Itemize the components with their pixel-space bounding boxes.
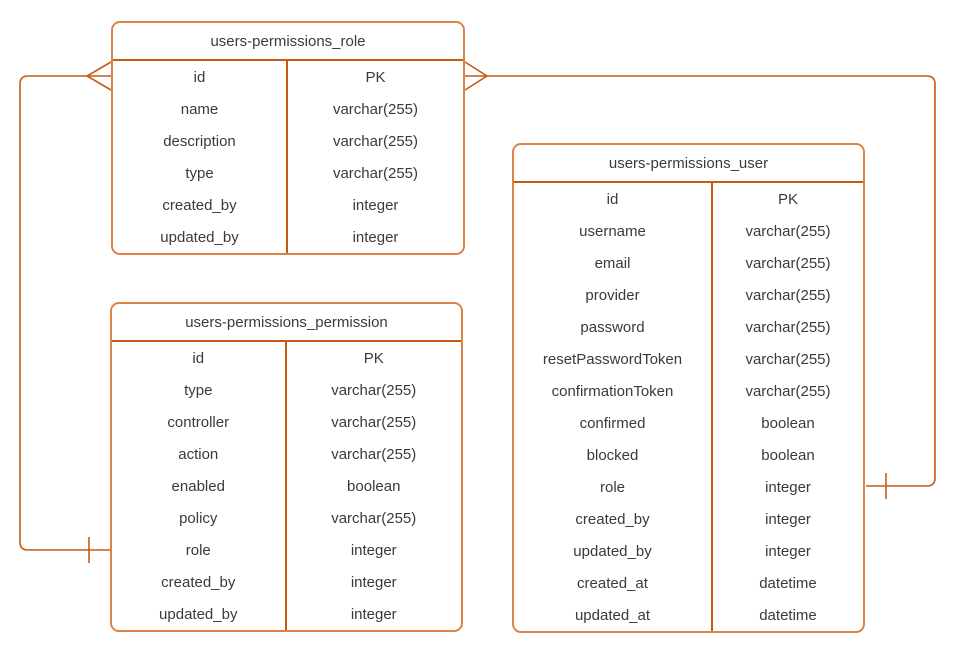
field-name: role (514, 471, 713, 503)
entity-users-permissions-user: users-permissions_user id PK username va… (512, 143, 865, 633)
field-name: updated_by (112, 598, 287, 630)
field-type: boolean (761, 446, 815, 464)
field-name: created_by (112, 566, 287, 598)
field-type: varchar(255) (745, 318, 831, 336)
field-type: varchar(255) (745, 286, 831, 304)
field-name: password (514, 311, 713, 343)
field-type: varchar(255) (332, 100, 419, 118)
field-type: integer (765, 510, 811, 528)
entity-title: users-permissions_user (514, 145, 863, 183)
relationship-line (19, 75, 111, 551)
field-name: confirmed (514, 407, 713, 439)
field-type: integer (350, 541, 397, 559)
field-name: created_by (113, 189, 288, 221)
field-type: boolean (761, 414, 815, 432)
field-name: confirmationToken (514, 375, 713, 407)
field-name: role (112, 534, 287, 566)
relationship-role-user (464, 61, 936, 499)
field-type: varchar(255) (745, 222, 831, 240)
entity-field-list: id PK type varchar(255) controller varch… (112, 342, 461, 630)
field-type: datetime (759, 606, 817, 624)
field-name: blocked (514, 439, 713, 471)
relationship-role-permission (19, 61, 112, 563)
field-type: varchar(255) (745, 350, 831, 368)
entity-field-list: id PK username varchar(255) email varcha… (514, 183, 863, 631)
entity-title: users-permissions_permission (112, 304, 461, 342)
field-name: policy (112, 502, 287, 534)
entity-field-list: id PK name varchar(255) description varc… (113, 61, 463, 253)
field-name: updated_at (514, 599, 713, 631)
field-name: name (113, 93, 288, 125)
field-type: varchar(255) (332, 132, 419, 150)
field-name: enabled (112, 470, 287, 502)
field-type: PK (365, 68, 386, 86)
field-type: PK (777, 190, 798, 208)
field-name: description (113, 125, 288, 157)
field-name: provider (514, 279, 713, 311)
field-name: created_by (514, 503, 713, 535)
field-name: id (113, 61, 288, 93)
field-type: varchar(255) (745, 254, 831, 272)
field-name: type (113, 157, 288, 189)
field-name: id (514, 183, 713, 215)
field-type: varchar(255) (331, 381, 417, 399)
entity-users-permissions-permission: users-permissions_permission id PK type … (110, 302, 463, 632)
field-name: id (112, 342, 287, 374)
field-type: varchar(255) (332, 164, 419, 182)
field-name: updated_by (514, 535, 713, 567)
field-type: integer (765, 478, 811, 496)
field-type: varchar(255) (331, 445, 417, 463)
field-type: varchar(255) (331, 509, 417, 527)
field-type: datetime (759, 574, 817, 592)
field-name: updated_by (113, 221, 288, 253)
field-type: varchar(255) (745, 382, 831, 400)
field-type: boolean (347, 477, 401, 495)
field-type: integer (352, 228, 399, 246)
field-type: integer (765, 542, 811, 560)
field-name: type (112, 374, 287, 406)
field-type: integer (352, 196, 399, 214)
field-name: controller (112, 406, 287, 438)
field-type: PK (363, 349, 384, 367)
crows-foot-many-marker (464, 61, 489, 91)
field-name: email (514, 247, 713, 279)
field-name: resetPasswordToken (514, 343, 713, 375)
entity-users-permissions-role: users-permissions_role id PK name varcha… (111, 21, 465, 255)
field-name: username (514, 215, 713, 247)
field-type: varchar(255) (331, 413, 417, 431)
relationship-line (487, 75, 936, 487)
field-type: integer (350, 605, 397, 623)
crows-foot-many-marker (85, 61, 112, 91)
field-name: action (112, 438, 287, 470)
field-type: integer (350, 573, 397, 591)
field-name: created_at (514, 567, 713, 599)
entity-title: users-permissions_role (113, 23, 463, 61)
